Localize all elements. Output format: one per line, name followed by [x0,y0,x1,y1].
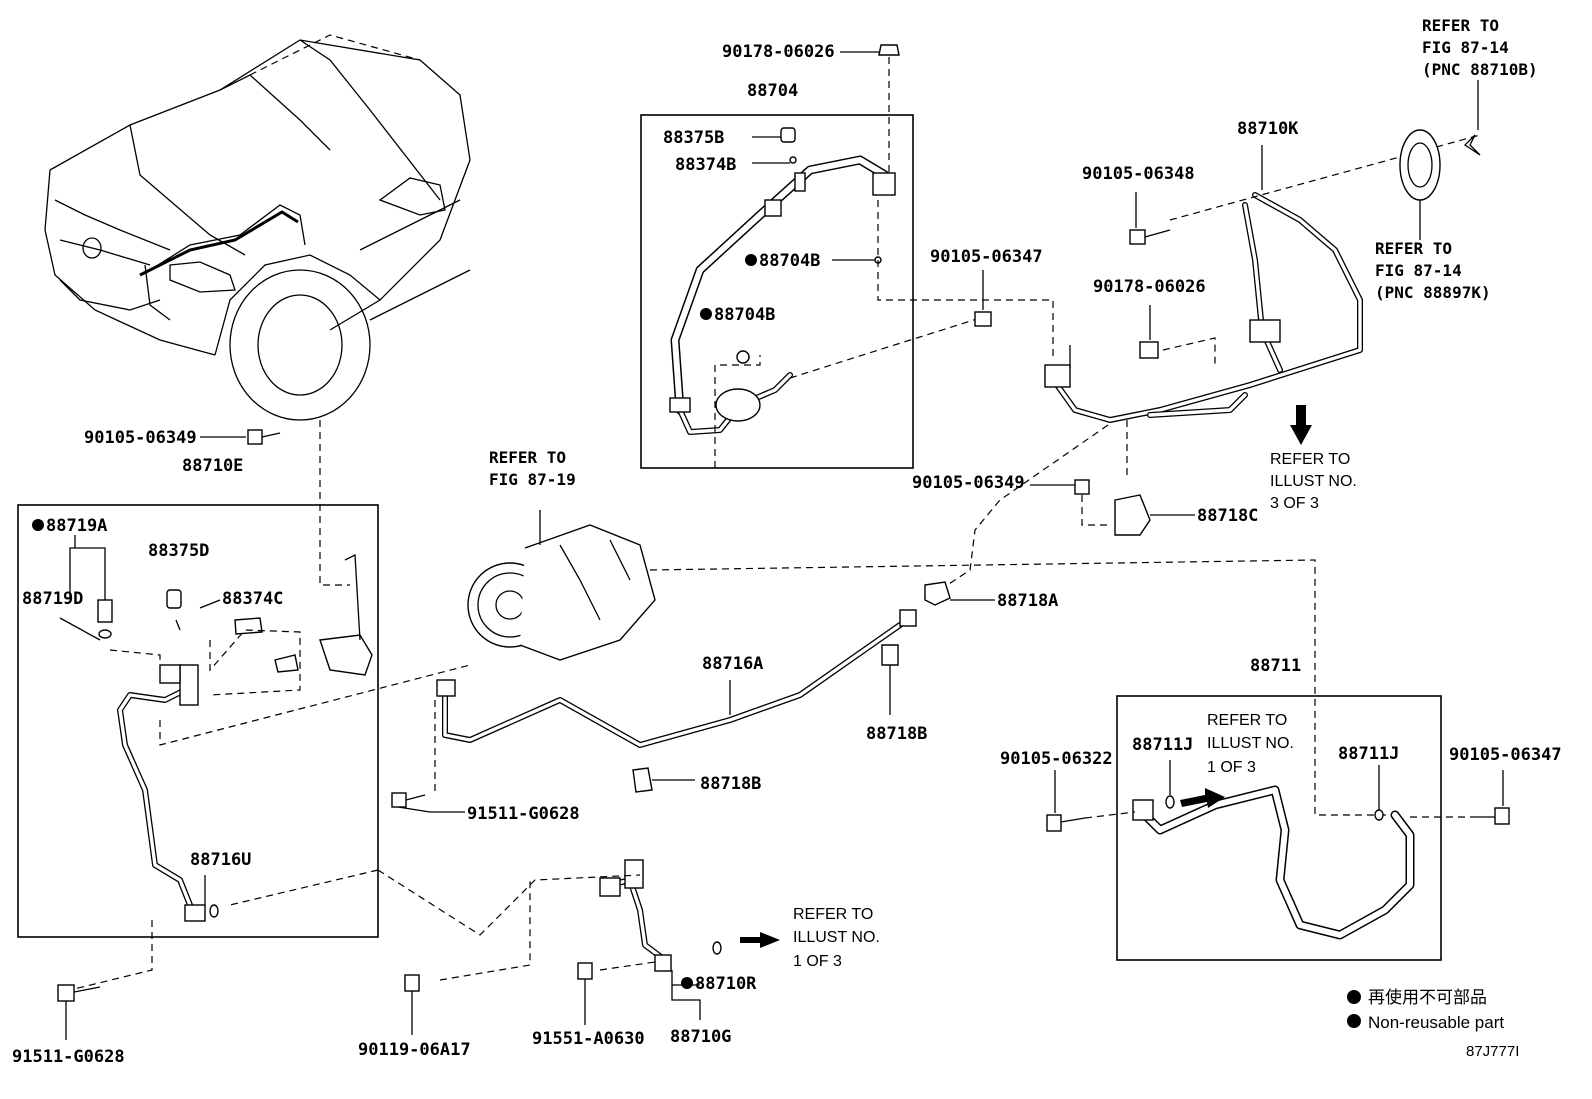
part-label[interactable]: 88718A [997,591,1058,611]
svg-text:REFER TO: REFER TO [1270,451,1350,468]
svg-text:REFER TO: REFER TO [489,448,566,467]
part-label[interactable]: 90105-06348 [1082,164,1195,184]
legend-jp: 再使用不可部品 [1368,987,1487,1007]
part-label[interactable]: 88704B [714,305,775,325]
svg-text:REFER TO: REFER TO [1375,239,1452,258]
part-label[interactable]: 88719A [46,516,107,536]
legend: 再使用不可部品 Non-reusable part 87J777I [1347,987,1519,1060]
part-label[interactable]: 88711 [1250,656,1301,676]
pipe-88716a [391,581,995,813]
legend-en: Non-reusable part [1368,1013,1504,1032]
pipe-88710g [57,859,780,1040]
part-label[interactable]: 88710E [182,456,243,476]
bolt-90105-06348 [1129,192,1171,245]
part-label[interactable]: 91511-G0628 [467,804,580,824]
nut-90178-06026-right [1139,305,1159,359]
part-label[interactable]: 91511-G0628 [12,1047,125,1067]
part-labels: 90178-06026 88704 88375B 88374B 88704B 8… [12,42,1562,1067]
vehicle-illustration [44,34,471,421]
part-label[interactable]: 88711J [1338,744,1399,764]
part-label[interactable]: 90119-06A17 [358,1040,471,1060]
part-label[interactable]: 88375D [148,541,209,561]
part-label[interactable]: 88711J [1132,735,1193,755]
svg-text:REFER TO: REFER TO [1422,16,1499,35]
part-label[interactable]: 90178-06026 [722,42,835,62]
part-label[interactable]: 88710G [670,1027,731,1047]
hose-88704-box [640,114,1054,469]
svg-text:FIG 87-14: FIG 87-14 [1422,38,1509,57]
svg-text:REFER TO: REFER TO [793,906,873,923]
svg-text:ILLUST NO.: ILLUST NO. [1207,735,1294,752]
part-label[interactable]: 88719D [22,589,83,609]
part-label[interactable]: 88716A [702,654,763,674]
part-label[interactable]: 88718B [866,724,927,744]
reference-notes: REFER TO FIG 87-14 (PNC 88710B) REFER TO… [489,16,1538,970]
ref-illust-1-of-3-bottom[interactable]: REFER TO ILLUST NO. 1 OF 3 [793,906,880,970]
bolt-90178-06026-top [840,44,900,173]
part-label[interactable]: 88718B [700,774,761,794]
pipe-88710k [939,80,1481,591]
hose-88711-box [1046,695,1510,961]
clamp-88718c [1030,479,1195,536]
ref-fig-87-14-pnc-88897k[interactable]: REFER TO FIG 87-14 (PNC 88897K) [1375,239,1491,302]
svg-text:1 OF 3: 1 OF 3 [1207,759,1256,776]
non-reusable-dot-icon [1347,990,1361,1004]
part-label[interactable]: 88718C [1197,506,1258,526]
ref-fig-87-19[interactable]: REFER TO FIG 87-19 [489,448,576,489]
part-label[interactable]: 90105-06347 [1449,745,1562,765]
compressor [467,510,1390,816]
part-label[interactable]: 88704B [759,251,820,271]
part-label[interactable]: 90105-06349 [84,428,197,448]
part-label[interactable]: 88710K [1237,119,1299,139]
part-label[interactable]: 88374B [675,155,736,175]
svg-text:1 OF 3: 1 OF 3 [793,953,842,970]
figure-code: 87J777I [1466,1043,1519,1060]
svg-text:(PNC 88710B): (PNC 88710B) [1422,60,1538,79]
svg-text:(PNC 88897K): (PNC 88897K) [1375,283,1491,302]
ref-illust-3-of-3[interactable]: REFER TO ILLUST NO. 3 OF 3 [1270,451,1357,512]
svg-text:ILLUST NO.: ILLUST NO. [793,929,880,946]
part-label[interactable]: 88704 [747,81,798,101]
part-label[interactable]: 91551-A0630 [532,1029,645,1049]
svg-text:FIG 87-14: FIG 87-14 [1375,261,1462,280]
part-label[interactable]: 90105-06347 [930,247,1043,267]
ref-illust-1-of-3-right[interactable]: REFER TO ILLUST NO. 1 OF 3 [1207,712,1294,776]
non-reusable-dot-icon [1347,1014,1361,1028]
part-label[interactable]: 90178-06026 [1093,277,1206,297]
pipe-88710e-box [17,420,471,938]
part-label[interactable]: 90105-06349 [912,473,1025,493]
bolt-90105-06347-top [974,270,992,327]
part-label[interactable]: 88710R [695,974,757,994]
svg-text:ILLUST NO.: ILLUST NO. [1270,473,1357,490]
ref-fig-87-14-pnc-88710b[interactable]: REFER TO FIG 87-14 (PNC 88710B) [1422,16,1538,79]
part-label[interactable]: 90105-06322 [1000,749,1113,769]
svg-text:REFER TO: REFER TO [1207,712,1287,729]
part-label[interactable]: 88374C [222,589,283,609]
bolt-90105-06349-left [200,429,281,445]
svg-text:3 OF 3: 3 OF 3 [1270,495,1319,512]
part-label[interactable]: 88375B [663,128,724,148]
svg-text:FIG 87-19: FIG 87-19 [489,470,576,489]
part-label[interactable]: 88716U [190,850,251,870]
